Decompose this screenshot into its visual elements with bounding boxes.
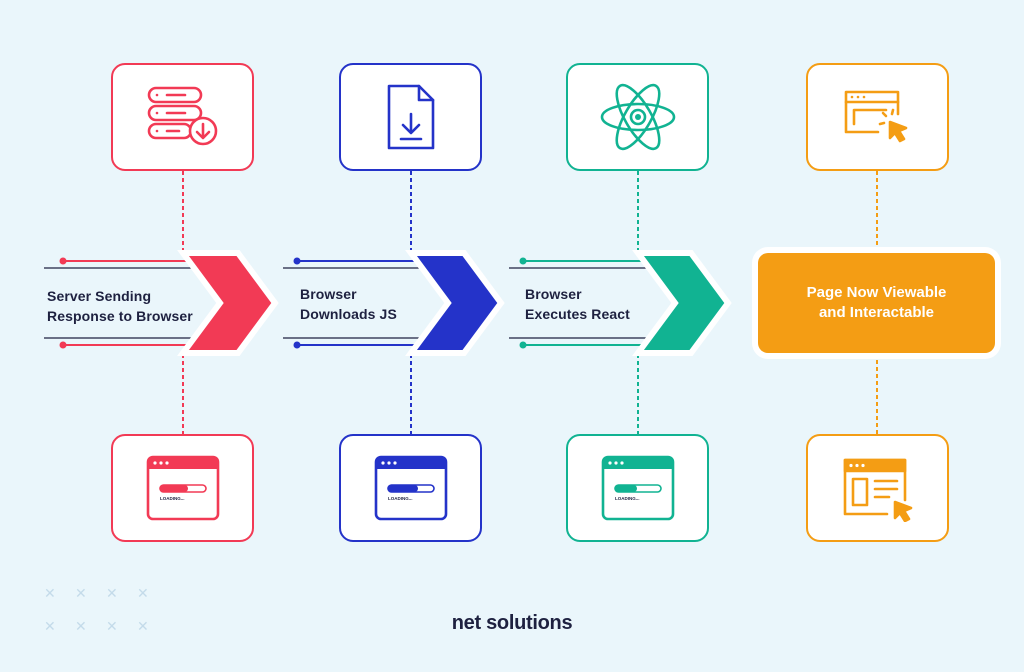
final-bottom-card: [806, 434, 949, 542]
loading-window-icon: LOADING...: [601, 455, 674, 521]
final-label-line2: and Interactable: [818, 304, 935, 321]
final-top-card: [806, 63, 949, 171]
loading-text: LOADING...: [388, 496, 413, 501]
loading-window-icon: LOADING...: [146, 455, 219, 521]
step2-rails: [283, 267, 428, 339]
step3-connectors: [519, 171, 645, 434]
step1-label-line2: Response to Browser: [47, 308, 193, 324]
loading-window-icon: LOADING...: [374, 455, 447, 521]
step1-bottom-card: LOADING...: [111, 434, 254, 542]
loading-text: LOADING...: [615, 496, 640, 501]
step2-connectors: [293, 171, 418, 434]
js-file-download-icon: [387, 84, 434, 150]
final-label-line1: Page Now Viewable: [806, 284, 947, 301]
step3-label-line2: Executes React: [525, 306, 630, 322]
browser-click-icon: [844, 90, 907, 143]
step3-rails: [509, 267, 655, 339]
react-atom-icon: [600, 83, 675, 151]
step2-label-line2: Downloads JS: [300, 306, 397, 322]
step1-connectors: [59, 171, 190, 434]
step1-rails: [44, 267, 200, 339]
step3-chevron: [632, 250, 732, 356]
step2-chevron: [405, 250, 505, 356]
loading-text: LOADING...: [160, 496, 185, 501]
server-download-icon: [147, 86, 217, 146]
browser-layout-cursor-icon: [843, 458, 912, 522]
step3-label-line1: Browser: [525, 286, 582, 302]
step2-bottom-card: LOADING...: [339, 434, 482, 542]
step3-bottom-card: LOADING...: [566, 434, 709, 542]
step1-top-card: [111, 63, 254, 171]
step1-label: Server Sending Response to Browser: [47, 286, 193, 326]
brand-text: net solutions: [451, 612, 573, 634]
final-result-box: Page Now Viewable and Interactable: [758, 253, 995, 353]
net-solutions-logo: net solutions: [0, 612, 1024, 635]
step1-label-line1: Server Sending: [47, 288, 152, 304]
step2-label: Browser Downloads JS: [300, 284, 397, 324]
step1-chevron: [177, 250, 279, 356]
step3-top-card: [566, 63, 709, 171]
step3-label: Browser Executes React: [525, 284, 630, 324]
step2-label-line1: Browser: [300, 286, 357, 302]
step2-top-card: [339, 63, 482, 171]
